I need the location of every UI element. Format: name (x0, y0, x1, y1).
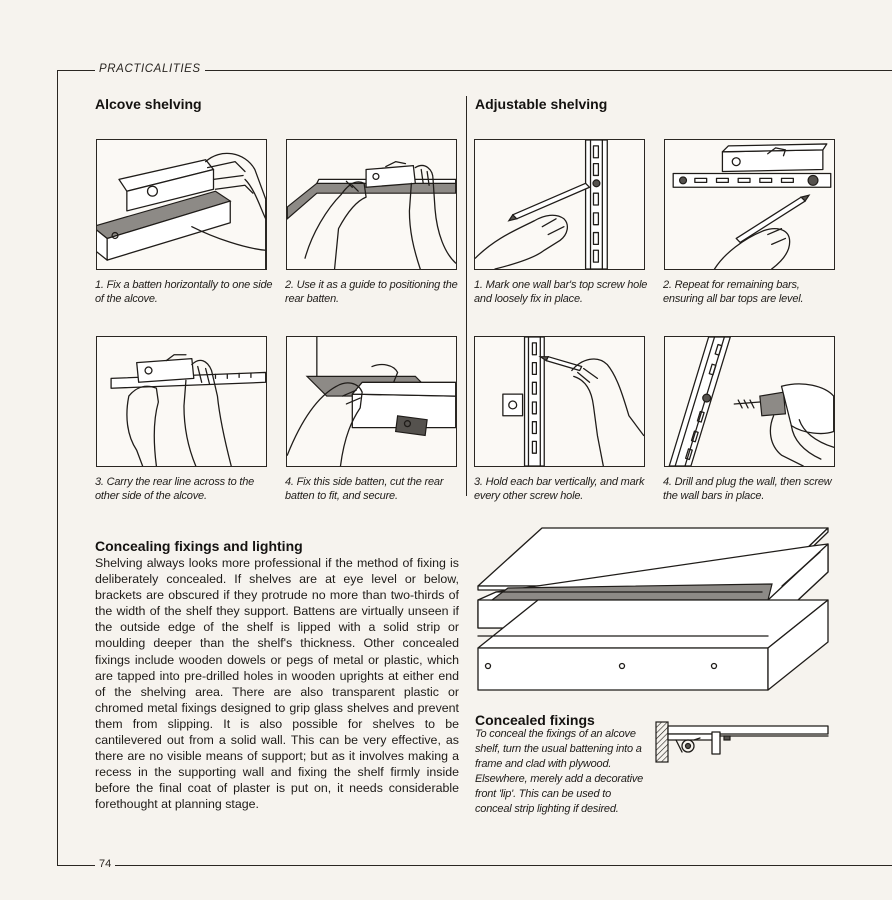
concealing-fixings-title: Concealing fixings and lighting (95, 538, 303, 554)
alcove-step-3-caption: 3. Carry the rear line across to the oth… (95, 476, 255, 502)
adjustable-step-1-illustration (474, 139, 645, 270)
concealing-fixings-body: Shelving always looks more professional … (95, 556, 459, 812)
adjustable-step-2-caption: 2. Repeat for remaining bars, ensuring a… (663, 279, 804, 305)
concealed-shelf-illustration (472, 524, 834, 696)
adjustable-step-4-caption: 4. Drill and plug the wall, then screw t… (663, 476, 832, 502)
footer-rule (57, 865, 892, 866)
column-divider (466, 96, 467, 496)
alcove-shelving-title: Alcove shelving (95, 96, 202, 112)
alcove-step-1-illustration (96, 139, 267, 270)
alcove-step-4-caption: 4. Fix this side batten, cut the rear ba… (285, 476, 444, 502)
concealed-fixing-cross-section (654, 718, 830, 766)
running-head: PRACTICALITIES (95, 63, 205, 75)
alcove-step-4-illustration (286, 336, 457, 467)
adjustable-step-1-caption: 1. Mark one wall bar's top screw hole an… (474, 279, 648, 305)
adjustable-step-4-illustration (664, 336, 835, 467)
adjustable-step-2-illustration (664, 139, 835, 270)
alcove-step-1-caption: 1. Fix a batten horizontally to one side… (95, 279, 273, 305)
alcove-step-2-illustration (286, 139, 457, 270)
adjustable-step-3-caption: 3. Hold each bar vertically, and mark ev… (474, 476, 645, 502)
concealed-fixings-title: Concealed fixings (475, 712, 595, 728)
alcove-step-2-caption: 2. Use it as a guide to positioning the … (285, 279, 458, 305)
header-rule (57, 70, 892, 71)
adjustable-step-3-illustration (474, 336, 645, 467)
concealed-fixings-body: To conceal the fixings of an alcove shel… (475, 728, 644, 815)
alcove-step-3-illustration (96, 336, 267, 467)
adjustable-shelving-title: Adjustable shelving (475, 96, 608, 112)
page-number: 74 (95, 858, 116, 870)
left-margin-rule (57, 70, 58, 865)
